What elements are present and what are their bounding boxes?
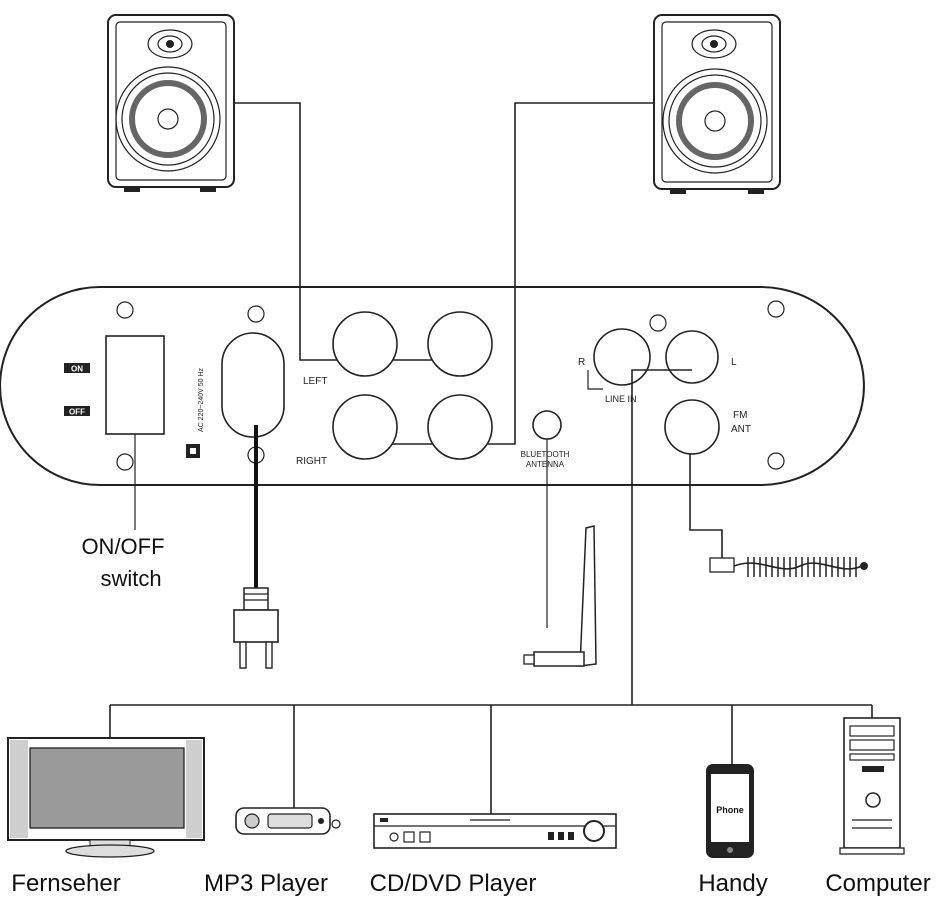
tv-icon [7, 737, 205, 858]
bluetooth-label-1: BLUETOOTH [521, 450, 570, 459]
bluetooth-label-2: ANTENNA [526, 460, 565, 469]
off-label: OFF [69, 408, 85, 417]
right-speaker-cable [355, 102, 654, 445]
power-plug [233, 425, 279, 669]
right-label: RIGHT [296, 456, 327, 467]
fm-label-2: ANT [731, 424, 751, 435]
line-in-left-jack[interactable] [665, 330, 719, 384]
computer-label: Computer [825, 870, 930, 897]
line-in-label: LINE IN [605, 394, 637, 404]
bluetooth-antenna-socket[interactable] [532, 410, 562, 440]
handy-label: Handy [698, 870, 767, 897]
power-socket[interactable] [221, 332, 285, 438]
switch-caption-line2: switch [100, 566, 161, 591]
l-label: L [731, 357, 737, 368]
fm-label-1: FM [733, 410, 747, 421]
computer-icon [839, 717, 905, 855]
mp3-label: MP3 Player [204, 870, 328, 897]
line-in-right-jack[interactable] [593, 328, 651, 386]
left-label: LEFT [303, 376, 327, 387]
tv-label: Fernseher [11, 870, 120, 897]
left-terminal-2[interactable] [427, 311, 493, 377]
r-label: R [578, 357, 585, 368]
cd-dvd-label: CD/DVD Player [370, 870, 537, 897]
rear-panel: ON OFF AC 220~240V 50 Hz LEFT RIGHT BLUE… [0, 286, 865, 486]
right-terminal-2[interactable] [427, 394, 493, 460]
phone-screen-text: Phone [716, 805, 744, 815]
line-in-cable [109, 369, 873, 815]
bluetooth-antenna [523, 439, 597, 667]
right-terminal-1[interactable] [332, 394, 398, 460]
left-speaker [107, 14, 235, 192]
right-speaker [653, 14, 781, 194]
left-terminal-1[interactable] [332, 311, 398, 377]
switch-caption-line1: ON/OFF [81, 534, 164, 559]
cd-dvd-player-icon [373, 813, 617, 849]
voltage-label: AC 220~240V 50 Hz [198, 367, 205, 432]
fm-antenna-wire [689, 454, 868, 577]
power-switch[interactable] [105, 335, 165, 435]
fm-antenna-socket[interactable] [664, 399, 720, 455]
on-label: ON [71, 365, 83, 374]
mp3-player-icon [235, 807, 341, 835]
phone-icon: Phone [706, 764, 754, 858]
